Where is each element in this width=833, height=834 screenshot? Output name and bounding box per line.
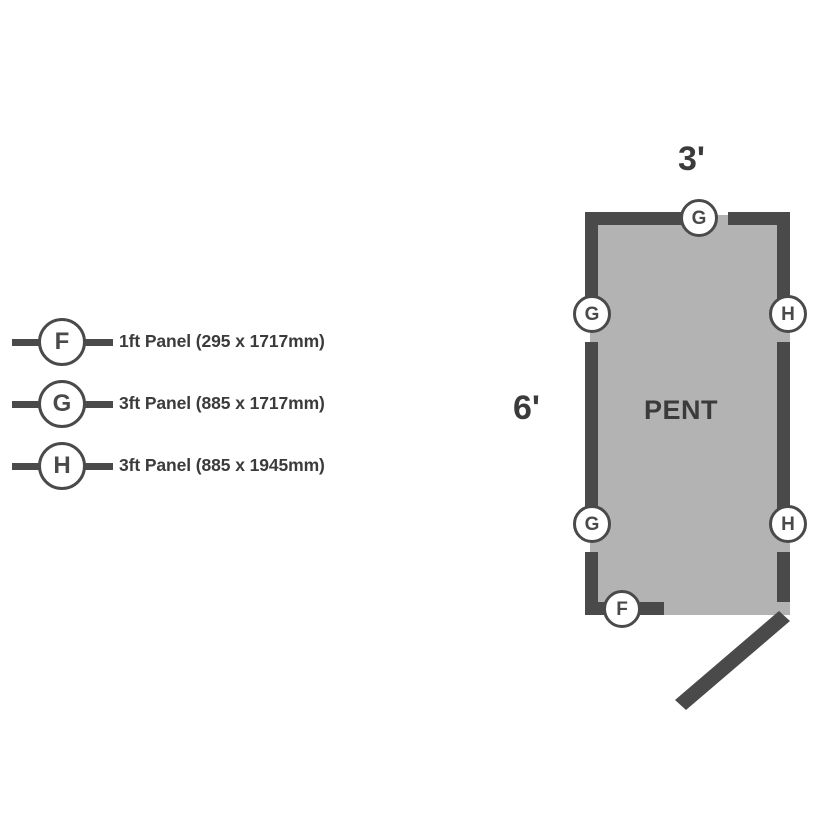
wall-top-right-segment <box>728 212 790 225</box>
plan-node-right-upper-h: H <box>769 295 807 333</box>
legend-connector-right-icon <box>85 339 113 346</box>
plan-node-left-lower-g: G <box>573 505 611 543</box>
plan-node-right-lower-h: H <box>769 505 807 543</box>
legend-connector-left-icon <box>12 339 40 346</box>
legend-label-g: 3ft Panel (885 x 1717mm) <box>119 393 325 413</box>
wall-right-segment-2 <box>777 342 790 514</box>
legend-connector-left-icon <box>12 401 40 408</box>
plan-drawing <box>585 212 790 710</box>
legend-item-h: H 3ft Panel (885 x 1945mm) <box>0 442 420 504</box>
legend-connector-right-icon <box>85 463 113 470</box>
wall-top-left-segment <box>585 212 700 225</box>
door-opening <box>664 602 790 615</box>
dimension-left-label: 6' <box>513 389 540 427</box>
legend-label-f: 1ft Panel (295 x 1717mm) <box>119 331 325 351</box>
wall-bottom-mid-segment <box>640 602 664 615</box>
legend-badge-f: F <box>38 318 86 366</box>
legend-item-f: F 1ft Panel (295 x 1717mm) <box>0 318 420 380</box>
wall-left-segment-2 <box>585 342 598 514</box>
wall-right-segment-1 <box>777 212 790 304</box>
legend-connector-right-icon <box>85 401 113 408</box>
wall-right-segment-3 <box>777 552 790 615</box>
plan-node-left-upper-g: G <box>573 295 611 333</box>
legend-label-h: 3ft Panel (885 x 1945mm) <box>119 455 325 475</box>
legend-item-g: G 3ft Panel (885 x 1717mm) <box>0 380 420 442</box>
dimension-top-label: 3' <box>678 140 705 178</box>
legend-badge-g: G <box>38 380 86 428</box>
legend-connector-left-icon <box>12 463 40 470</box>
legend-badge-h: H <box>38 442 86 490</box>
wall-left-segment-1 <box>585 212 598 304</box>
wall-left-segment-3 <box>585 552 598 615</box>
door-leaf-icon <box>675 611 790 710</box>
plan-title-pent: PENT <box>644 395 719 425</box>
panel-legend: F 1ft Panel (295 x 1717mm) G 3ft Panel (… <box>0 318 420 504</box>
shed-floor-plan: 3' 6' PENT G G H G H F <box>500 120 833 740</box>
plan-node-top-g: G <box>680 199 718 237</box>
floor-area <box>590 215 790 615</box>
plan-node-bottom-f: F <box>603 590 641 628</box>
wall-bottom-left-segment <box>585 602 607 615</box>
